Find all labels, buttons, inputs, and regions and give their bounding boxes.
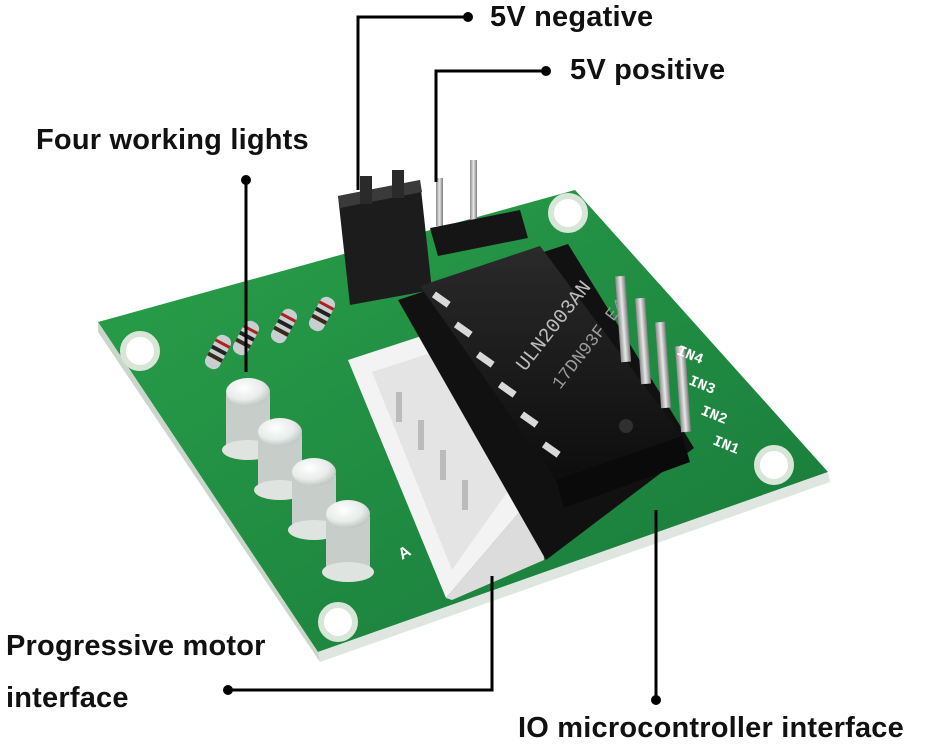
callout-line-5v-negative: [356, 15, 468, 190]
working-lights-leds: A: [222, 378, 414, 582]
label-5v-negative: 5V negative: [490, 1, 654, 33]
callout-lines: [228, 15, 658, 700]
uln2003-chip: ULN2003AN 17DN93F E4: [398, 244, 694, 560]
power-jumper: [338, 160, 528, 305]
pin-5v-extra: [470, 160, 477, 226]
label-motor-interface-line1: Progressive motor: [6, 630, 266, 662]
label-io-interface: IO microcontroller interface: [518, 712, 904, 744]
pin-5v-positive: [436, 178, 443, 226]
callout-line-5v-positive: [434, 69, 546, 182]
mounting-hole: [754, 445, 794, 485]
callout-dots: [223, 12, 661, 705]
led-3: [288, 458, 340, 540]
mounting-hole: [120, 331, 160, 371]
label-working-lights: Four working lights: [36, 124, 309, 156]
callout-line-motor-interface: [228, 576, 494, 692]
led-4: [322, 500, 374, 582]
mounting-hole: [548, 193, 588, 233]
label-motor-interface-line2: interface: [6, 682, 129, 714]
motor-connector: [348, 330, 544, 600]
io-header-pins: IN1 IN2 IN3 IN4: [615, 275, 742, 459]
label-5v-positive: 5V positive: [570, 54, 726, 86]
mounting-hole: [318, 602, 358, 642]
